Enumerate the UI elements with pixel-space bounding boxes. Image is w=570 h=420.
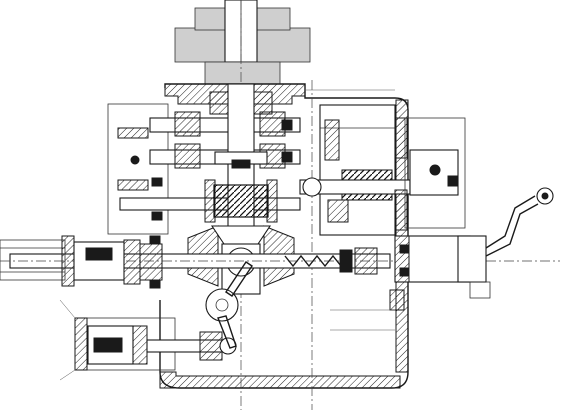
compression-spring-icon — [213, 184, 269, 218]
top-mounting-flange — [174, 0, 311, 410]
right-output-shaft — [394, 187, 554, 299]
right-clutch-housing — [299, 104, 411, 236]
lower-gear-pair — [330, 289, 405, 331]
left-input-shaft-assembly — [0, 235, 163, 289]
right-bearing-block — [394, 117, 466, 231]
lower-left-input-assembly — [59, 299, 237, 381]
crank-lever — [205, 261, 253, 349]
worm-thread-icon — [284, 254, 342, 268]
